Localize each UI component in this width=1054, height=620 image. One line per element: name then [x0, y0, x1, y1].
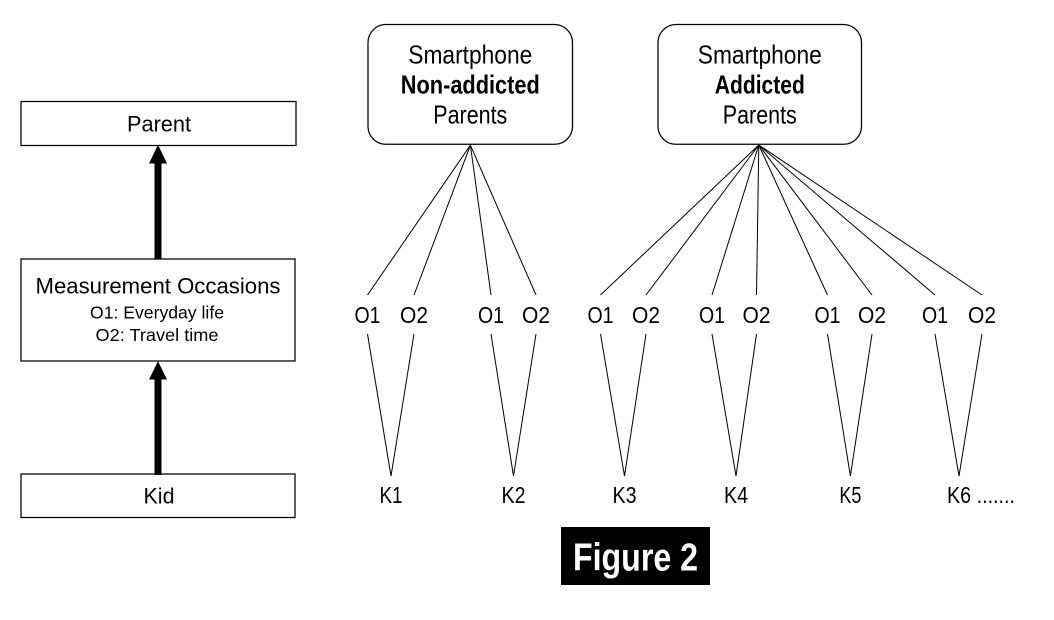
svg-text:Smartphone: Smartphone [408, 40, 532, 70]
svg-text:O2: O2 [522, 302, 550, 328]
svg-text:O1: O1 [699, 302, 725, 328]
svg-text:O1: O1 [922, 302, 948, 328]
svg-text:O2: O2 [743, 302, 771, 328]
svg-text:O1: O1 [588, 302, 614, 328]
svg-text:K5: K5 [839, 482, 861, 508]
svg-text:O2: O2 [632, 302, 660, 328]
svg-text:O2: Travel time: O2: Travel time [96, 325, 219, 345]
svg-text:O1: O1 [355, 302, 381, 328]
svg-text:Parent: Parent [127, 112, 192, 137]
svg-text:Non-addicted: Non-addicted [401, 70, 540, 100]
svg-text:O1: O1 [478, 302, 504, 328]
svg-text:O2: O2 [400, 302, 428, 328]
svg-text:Figure 2: Figure 2 [573, 537, 698, 580]
svg-text:K4: K4 [724, 482, 748, 508]
svg-text:Smartphone: Smartphone [698, 40, 822, 70]
svg-text:Addicted: Addicted [715, 70, 805, 100]
svg-text:Parents: Parents [433, 100, 507, 130]
svg-text:K3: K3 [613, 482, 637, 508]
svg-text:K2: K2 [502, 482, 526, 508]
svg-text:K6 .......: K6 ....... [947, 482, 1015, 508]
svg-text:Measurement Occasions: Measurement Occasions [36, 274, 281, 299]
svg-text:Kid: Kid [144, 484, 175, 509]
svg-text:K1: K1 [380, 482, 403, 508]
svg-text:O2: O2 [858, 302, 886, 328]
svg-text:Parents: Parents [723, 100, 797, 130]
svg-text:O1: Everyday life: O1: Everyday life [90, 303, 224, 323]
svg-text:O2: O2 [968, 302, 996, 328]
svg-text:O1: O1 [815, 302, 841, 328]
